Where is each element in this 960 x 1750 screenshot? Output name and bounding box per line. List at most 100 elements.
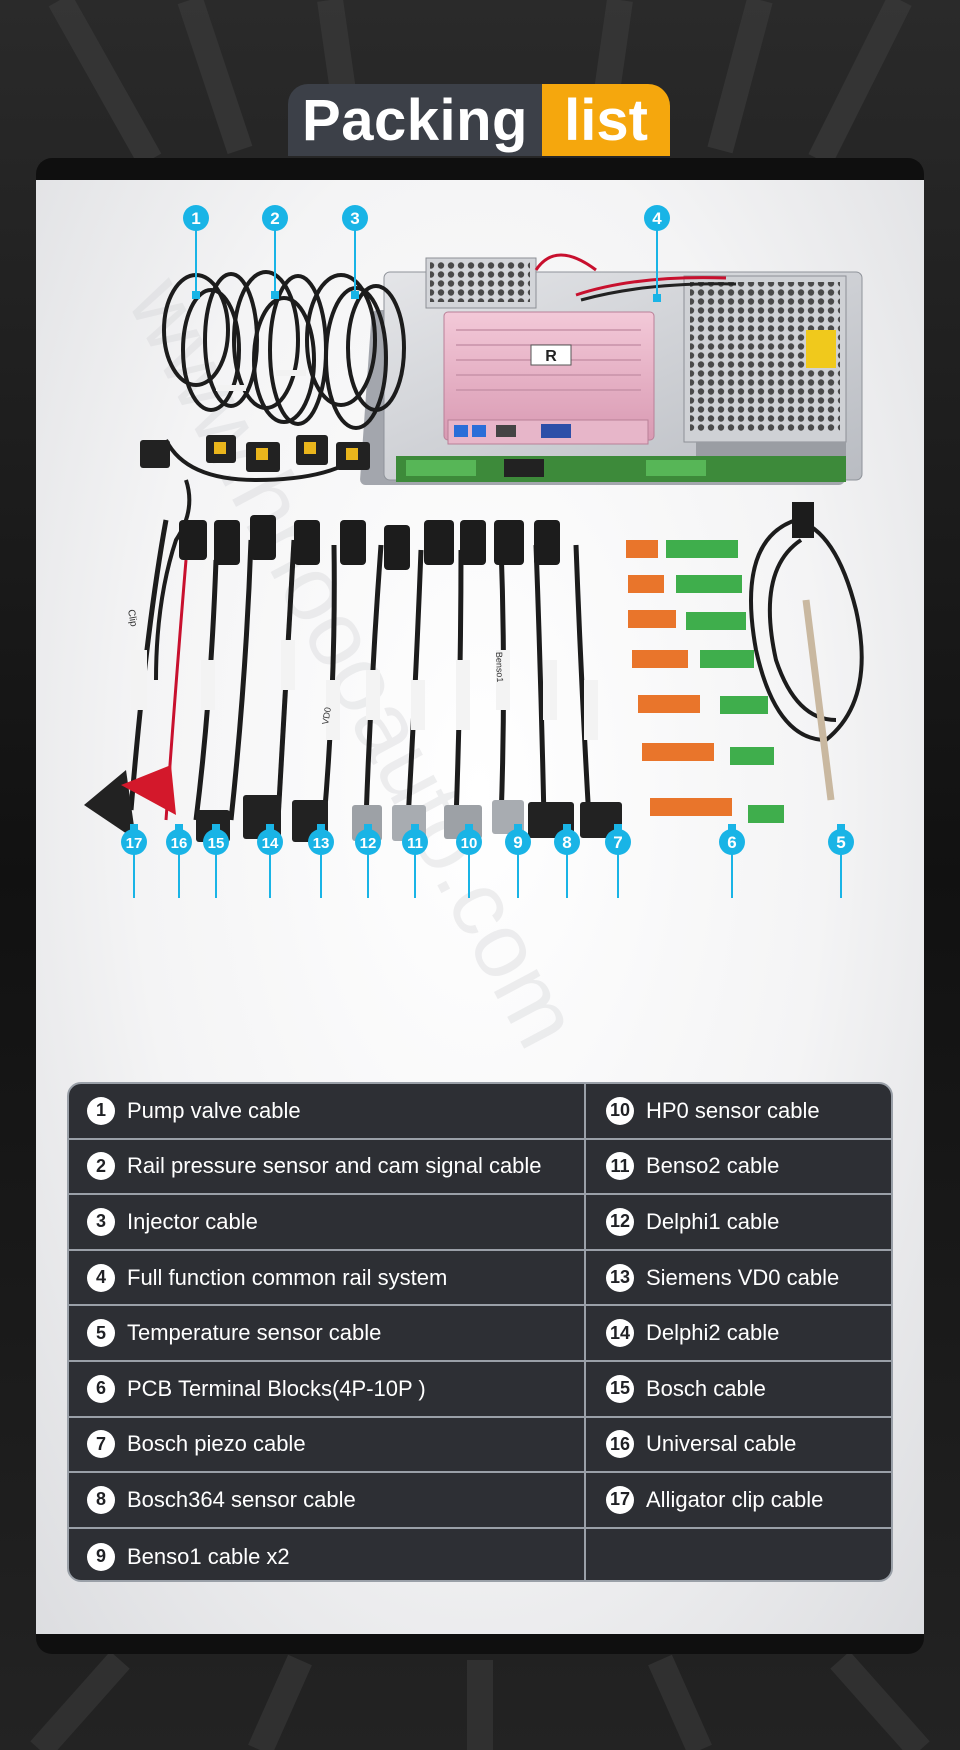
cable-tag-vd0: VD0 [320,706,333,725]
svg-text:5: 5 [836,833,845,852]
item-number-badge: 4 [87,1263,115,1292]
packing-list-row: 1 Pump valve cable [69,1084,584,1140]
item-number-badge: 12 [606,1207,634,1236]
marker-17: 17 [121,829,147,855]
packing-list-row: 5 Temperature sensor cable [69,1306,584,1362]
item-number-badge: 16 [606,1430,634,1459]
title-part-packing: Packing [288,84,542,156]
item-label: HP0 sensor cable [646,1097,820,1123]
packing-list-row: 11 Benso2 cable [586,1140,891,1196]
marker-14: 14 [257,829,283,855]
cable-tag-benso: Benso1 [494,652,505,683]
item-number-badge: 8 [87,1485,115,1514]
svg-text:2: 2 [270,209,279,228]
item-label: Bosch364 sensor cable [127,1486,356,1512]
marker-8: 8 [554,829,580,855]
packing-list-row: 9 Benso1 cable x2 [69,1529,584,1580]
item-label: Siemens VD0 cable [646,1264,840,1290]
svg-text:4: 4 [652,209,662,228]
harness-cables [154,270,406,681]
svg-text:9: 9 [513,833,522,852]
item-label: Bosch piezo cable [127,1431,306,1457]
item-number-badge: 7 [87,1430,115,1459]
svg-text:1: 1 [191,209,200,228]
marker-15: 15 [203,829,229,855]
packing-list-row: 14 Delphi2 cable [586,1306,891,1362]
marker-10: 10 [456,829,482,855]
marker-13: 13 [308,829,334,855]
svg-text:8: 8 [562,833,571,852]
marker-2: 2 [262,205,288,231]
svg-text:12: 12 [360,835,377,852]
cable-tag-clip: Clip [125,609,139,628]
svg-text:6: 6 [727,833,736,852]
item-label: Benso2 cable [646,1153,780,1179]
item-number-badge: 15 [606,1374,634,1403]
column-divider [584,1084,586,1580]
item-number-badge: 5 [87,1319,115,1348]
item-number-badge: 11 [606,1152,634,1181]
temperature-sensor [749,502,864,801]
device-label: R [545,348,557,365]
marker-16: 16 [166,829,192,855]
common-rail-system-unit: R [360,253,863,485]
packing-list-row: 13 Siemens VD0 cable [586,1251,891,1307]
items-left-column: 1 Pump valve cable 2 Rail pressure sensor a… [69,1084,584,1580]
marker-5: 5 [828,829,854,855]
packing-list-row: 4 Full function common rail system [69,1251,584,1307]
item-label: Benso1 cable x2 [127,1543,290,1569]
packing-list-row [586,1529,891,1580]
marker-9: 9 [505,829,531,855]
item-number-badge: 9 [87,1542,115,1571]
marker-7: 7 [605,829,631,855]
title-part-list: list [542,84,670,156]
item-number-badge: 1 [87,1096,115,1125]
item-number-badge: 3 [87,1207,115,1236]
item-label: Temperature sensor cable [127,1320,382,1346]
svg-text:11: 11 [407,835,423,852]
item-number-badge: 13 [606,1263,634,1292]
item-number-badge: 10 [606,1096,634,1125]
packing-list-row: 10 HP0 sensor cable [586,1084,891,1140]
marker-12: 12 [355,829,381,855]
packing-list-row: 6 PCB Terminal Blocks(4P-10P ) [69,1362,584,1418]
packing-list-row: 8 Bosch364 sensor cable [69,1473,584,1529]
svg-text:15: 15 [208,835,225,852]
item-label: Alligator clip cable [646,1486,824,1512]
svg-text:14: 14 [262,835,279,852]
packing-list-row: 17 Alligator clip cable [586,1473,891,1529]
item-label: Delphi2 cable [646,1320,780,1346]
item-label: Universal cable [646,1431,797,1457]
product-photo: www.hnoooauto.com R [36,180,924,1080]
marker-3: 3 [342,205,368,231]
item-number-badge: 6 [87,1374,115,1403]
item-label: Injector cable [127,1208,258,1234]
pcb-terminal-blocks [626,540,784,823]
item-number-badge: 2 [87,1152,115,1181]
svg-text:16: 16 [171,835,188,852]
item-label: Full function common rail system [127,1264,448,1290]
marker-4: 4 [644,205,670,231]
packing-list-row: 3 Injector cable [69,1195,584,1251]
svg-text:10: 10 [461,835,478,852]
svg-text:17: 17 [126,835,143,852]
page-title: Packing list [288,84,670,156]
marker-11: 11 [402,829,428,855]
marker-1: 1 [183,205,209,231]
item-number-badge: 17 [606,1485,634,1514]
packing-list-row: 2 Rail pressure sensor and cam signal cab… [69,1140,584,1196]
svg-text:3: 3 [350,209,359,228]
svg-text:7: 7 [613,833,622,852]
packing-list-table: 1 Pump valve cable 2 Rail pressure sensor a… [67,1082,893,1582]
item-number-badge: 14 [606,1319,634,1348]
item-label: Rail pressure sensor and cam signal cabl… [127,1153,542,1179]
item-label: Pump valve cable [127,1097,301,1123]
packing-list-row: 7 Bosch piezo cable [69,1418,584,1474]
packing-list-row: 16 Universal cable [586,1418,891,1474]
item-label: PCB Terminal Blocks(4P-10P ) [127,1375,426,1401]
svg-text:13: 13 [313,835,330,852]
